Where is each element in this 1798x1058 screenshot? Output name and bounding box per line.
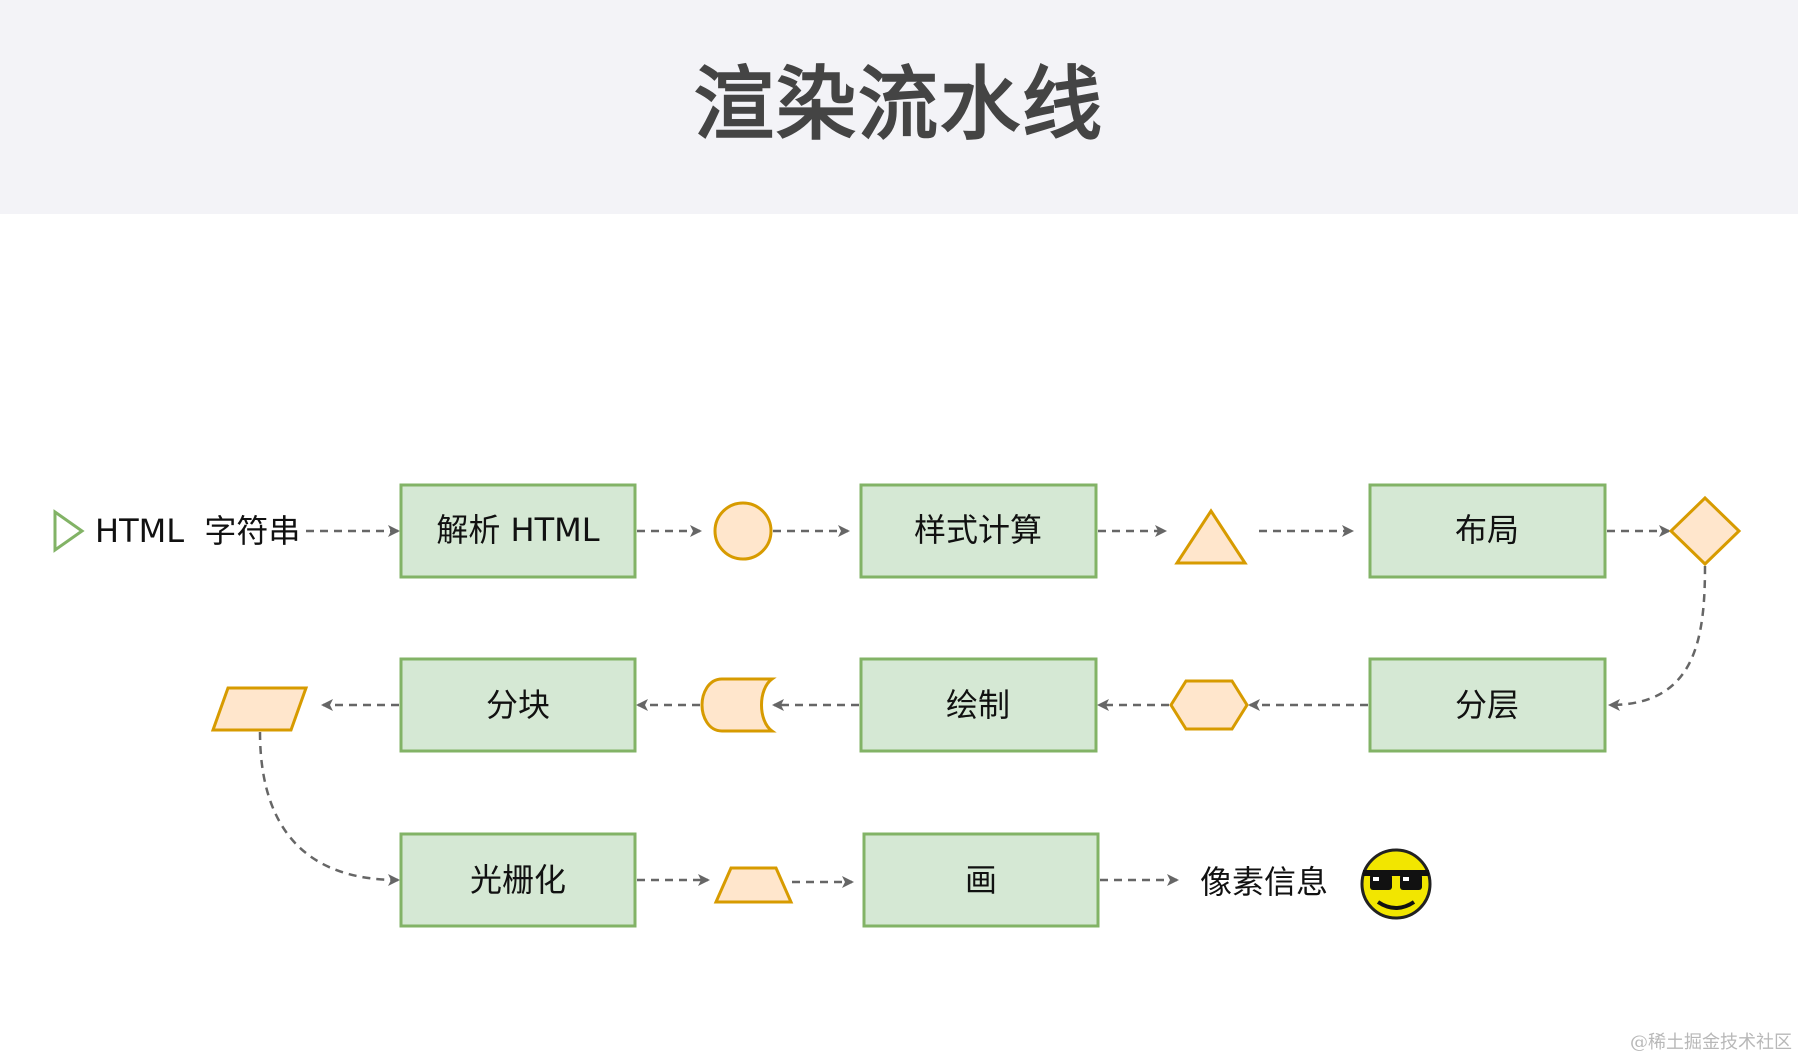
start-triangle-icon (53, 509, 85, 553)
watermark: @稀土掘金技术社区 (1630, 1032, 1792, 1053)
step-paint: 绘制 (859, 657, 1098, 753)
step-layer: 分层 (1368, 657, 1607, 753)
step-layout: 布局 (1368, 483, 1607, 579)
arrow-diamond-to-layer (1608, 565, 1707, 711)
hexagon-shape-icon (1169, 679, 1249, 731)
circle-shape-icon (713, 501, 773, 561)
step-raster: 光栅化 (399, 832, 637, 928)
step-layout-label: 布局 (1455, 511, 1519, 549)
arrow-parallelogram-to-raster (258, 731, 400, 886)
step-tile: 分块 (399, 657, 637, 753)
diamond-shape-icon (1668, 495, 1742, 567)
step-tile-label: 分块 (486, 686, 550, 724)
page-title: 渲染流水线 (694, 58, 1104, 151)
step-style-calc: 样式计算 (859, 483, 1098, 579)
trapezoid-shape-icon (713, 866, 794, 904)
step-parse-html-label: 解析 HTML (436, 511, 599, 549)
step-parse-html: 解析 HTML (399, 483, 637, 579)
step-draw-label: 画 (965, 861, 997, 899)
step-style-calc-label: 样式计算 (914, 511, 1042, 549)
step-layer-label: 分层 (1455, 686, 1519, 724)
step-paint-label: 绘制 (946, 686, 1010, 724)
header-bar (0, 0, 1798, 214)
step-draw: 画 (862, 832, 1100, 928)
parallelogram-shape-icon (210, 686, 309, 732)
triangle-shape-icon (1174, 508, 1248, 565)
end-label: 像素信息 (1200, 863, 1328, 901)
stored-data-shape-icon (700, 677, 777, 733)
start-label: HTML 字符串 (95, 512, 300, 550)
step-raster-label: 光栅化 (470, 861, 566, 899)
sunglasses-smiley-icon (1360, 848, 1432, 920)
